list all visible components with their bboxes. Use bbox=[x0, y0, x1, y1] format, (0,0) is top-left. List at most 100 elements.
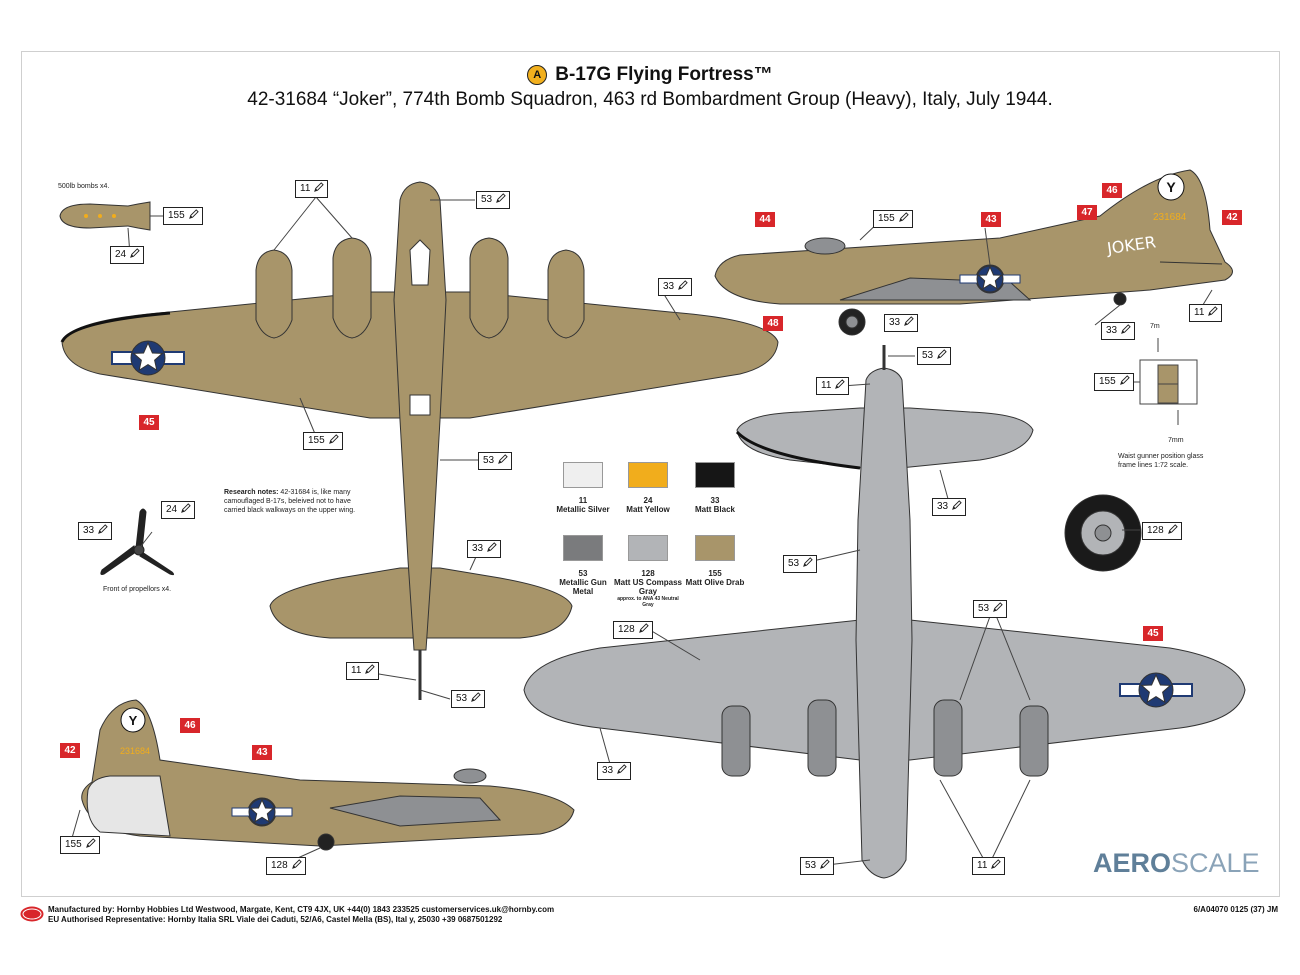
paint-code: 11 bbox=[578, 496, 588, 505]
brush-icon bbox=[937, 349, 947, 359]
decal-number: 42 bbox=[1222, 210, 1242, 225]
brush-icon bbox=[898, 212, 909, 222]
leader-lines bbox=[69, 196, 1213, 868]
brush-icon bbox=[98, 524, 108, 534]
side-view-right: Y 231684 JOKER bbox=[714, 169, 1233, 336]
brush-icon bbox=[835, 379, 846, 389]
paint-code: 155 bbox=[708, 569, 722, 578]
scheme-subtitle: 42-31684 “Joker”, 774th Bomb Squadron, 4… bbox=[247, 89, 1053, 110]
brush-icon bbox=[496, 193, 506, 203]
paint-callout: 24 bbox=[110, 246, 145, 264]
paint-swatch bbox=[563, 462, 603, 488]
research-note: Research notes: 42-31684 is, like many c… bbox=[224, 488, 374, 515]
paint-callout-number: 33 bbox=[1106, 325, 1118, 336]
brush-icon bbox=[803, 557, 813, 567]
aeroscale-watermark: AEROSCALE bbox=[1093, 848, 1260, 879]
paint-swatch bbox=[695, 462, 735, 488]
watermark-part-a: AERO bbox=[1093, 848, 1172, 878]
brush-icon bbox=[1119, 375, 1130, 385]
paint-callout: 33 bbox=[1101, 322, 1136, 340]
bomb-drawing bbox=[59, 201, 151, 231]
paint-callout: 53 bbox=[476, 191, 511, 209]
paint-name: Matt Olive Drab bbox=[685, 578, 745, 587]
paint-callout: 53 bbox=[917, 347, 952, 365]
wheel-drawing bbox=[1064, 494, 1142, 572]
research-title: Research notes: bbox=[224, 489, 279, 496]
paint-callout: 11 bbox=[816, 377, 850, 395]
paint-callout-number: 155 bbox=[65, 839, 82, 850]
paint-callout: 33 bbox=[658, 278, 693, 296]
airfix-logo-icon bbox=[20, 906, 44, 922]
paint-callout-number: 33 bbox=[937, 501, 949, 512]
brush-icon bbox=[291, 859, 302, 869]
decal-number: 44 bbox=[755, 212, 775, 227]
brush-icon bbox=[85, 838, 96, 848]
paint-callout-number: 128 bbox=[1147, 525, 1164, 536]
paint-callout: 24 bbox=[161, 501, 196, 519]
brush-icon bbox=[991, 859, 1002, 869]
paint-callout: 155 bbox=[303, 432, 343, 450]
paint-callout: 33 bbox=[884, 314, 919, 332]
brush-icon bbox=[188, 209, 199, 219]
paint-callout-number: 53 bbox=[788, 558, 800, 569]
brush-icon bbox=[365, 664, 376, 674]
footer-ref: 6/A04070 0125 (37) JM bbox=[1193, 905, 1279, 914]
paint-callout: 53 bbox=[451, 690, 486, 708]
brush-icon bbox=[314, 182, 325, 192]
paint-callout-number: 53 bbox=[922, 350, 934, 361]
paint-callout: 155 bbox=[60, 836, 100, 854]
paint-callout-number: 53 bbox=[481, 194, 493, 205]
side-view-left: Y 231684 bbox=[81, 699, 575, 851]
footer-eu-rep: EU Authorised Representative: Hornby Ita… bbox=[48, 915, 503, 924]
paint-callout-number: 155 bbox=[308, 435, 325, 446]
paint-callout: 128 bbox=[613, 621, 653, 639]
paint-name: Matt US Compass Gray bbox=[613, 578, 682, 596]
paint-callout-number: 155 bbox=[878, 213, 895, 224]
paint-callout-number: 11 bbox=[977, 860, 988, 871]
dimension-top: 7m bbox=[1150, 323, 1160, 330]
brush-icon bbox=[1121, 324, 1131, 334]
paint-swatch bbox=[695, 535, 735, 561]
footer-manufacturer: Manufactured by: Hornby Hobbies Ltd West… bbox=[48, 905, 555, 914]
brush-icon bbox=[952, 500, 962, 510]
paint-callout-number: 11 bbox=[1194, 307, 1205, 318]
svg-text:Y: Y bbox=[1166, 179, 1176, 195]
paint-callout: 11 bbox=[295, 180, 329, 198]
brush-icon bbox=[487, 542, 497, 552]
paint-name: Matt Black bbox=[694, 505, 735, 514]
brush-icon bbox=[1208, 306, 1219, 316]
paint-callout-number: 33 bbox=[663, 281, 675, 292]
paint-name: Metallic Silver bbox=[556, 505, 610, 514]
paint-swatch bbox=[563, 535, 603, 561]
paint-note: approx. to ANA 43 Neutral Gray bbox=[617, 596, 679, 608]
bottom-view bbox=[523, 345, 1246, 879]
paint-callout-number: 11 bbox=[300, 183, 311, 194]
brush-icon bbox=[904, 316, 914, 326]
paint-callout-number: 11 bbox=[351, 665, 362, 676]
decal-number: 46 bbox=[180, 718, 200, 733]
svg-text:231684: 231684 bbox=[120, 746, 150, 756]
paint-code: 53 bbox=[578, 569, 588, 578]
brush-icon bbox=[1167, 524, 1178, 534]
paint-callout-number: 33 bbox=[889, 317, 901, 328]
waist-gunner-note: Waist gunner position glass frame lines … bbox=[1118, 453, 1204, 469]
paint-code: 128 bbox=[641, 569, 655, 578]
paint-callout: 128 bbox=[266, 857, 306, 875]
paint-callout: 11 bbox=[1189, 304, 1223, 322]
decal-number: 48 bbox=[763, 316, 783, 331]
dimension-bottom: 7mm bbox=[1168, 437, 1184, 444]
brush-icon bbox=[471, 692, 481, 702]
svg-text:Y: Y bbox=[129, 713, 138, 728]
brush-icon bbox=[678, 280, 688, 290]
brush-icon bbox=[498, 454, 508, 464]
brush-icon bbox=[328, 434, 339, 444]
paint-callout: 53 bbox=[973, 600, 1008, 618]
decal-number: 45 bbox=[1143, 626, 1163, 641]
paint-callout: 33 bbox=[467, 540, 502, 558]
